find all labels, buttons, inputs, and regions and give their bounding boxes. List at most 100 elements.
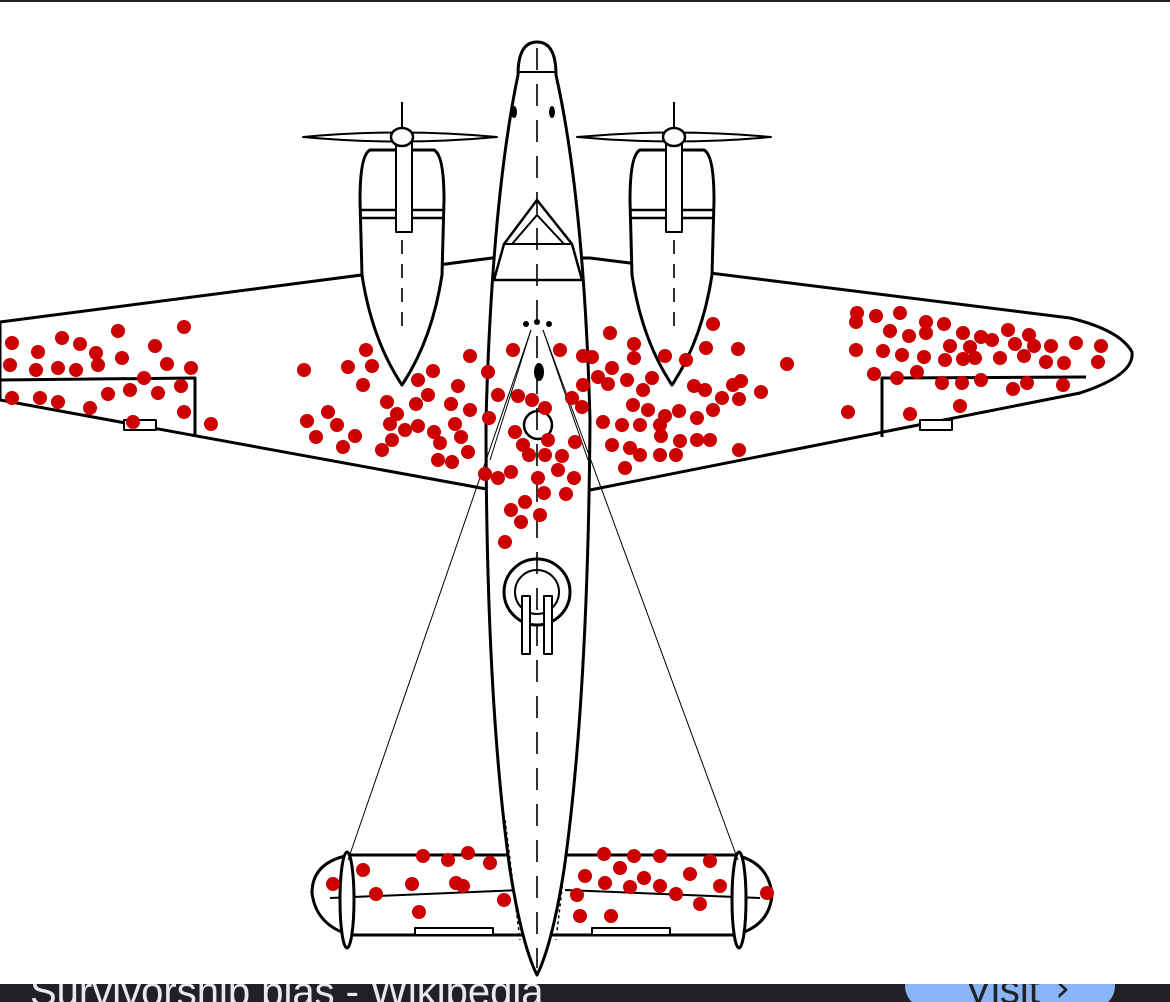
damage-marker [341, 360, 355, 374]
damage-marker [541, 433, 555, 447]
damage-marker [910, 365, 924, 379]
damage-marker [1008, 337, 1022, 351]
damage-marker [734, 374, 748, 388]
damage-marker [5, 391, 19, 405]
damage-marker [126, 415, 140, 429]
damage-marker [876, 344, 890, 358]
damage-marker [482, 411, 496, 425]
damage-marker [321, 405, 335, 419]
damage-marker [570, 888, 584, 902]
right-fin [730, 850, 748, 950]
damage-marker [849, 315, 863, 329]
damage-marker [679, 353, 693, 367]
damage-marker [3, 358, 17, 372]
damage-marker [151, 386, 165, 400]
damage-marker [445, 455, 459, 469]
damage-marker [177, 405, 191, 419]
damage-marker [369, 887, 383, 901]
damage-marker [451, 379, 465, 393]
damage-marker [573, 909, 587, 923]
damage-marker [160, 357, 174, 371]
damage-marker [623, 441, 637, 455]
damage-marker [411, 373, 425, 387]
damage-marker [383, 417, 397, 431]
damage-marker [623, 880, 637, 894]
damage-marker [498, 535, 512, 549]
damage-marker [869, 309, 883, 323]
damage-marker [956, 326, 970, 340]
damage-marker [330, 418, 344, 432]
damage-marker [596, 415, 610, 429]
damage-marker [780, 357, 794, 371]
damage-marker [555, 449, 569, 463]
damage-marker [1044, 339, 1058, 353]
damage-marker [348, 429, 362, 443]
damage-marker [653, 418, 667, 432]
damage-marker [431, 453, 445, 467]
damage-marker [375, 443, 389, 457]
damage-marker [538, 448, 552, 462]
damage-marker [336, 440, 350, 454]
damage-marker [653, 879, 667, 893]
damage-marker [620, 373, 634, 387]
damage-marker [559, 487, 573, 501]
damage-marker [683, 867, 697, 881]
damage-marker [883, 324, 897, 338]
damage-marker [699, 341, 713, 355]
viewer-top-edge [0, 0, 1170, 2]
damage-marker [89, 346, 103, 360]
damage-marker [478, 467, 492, 481]
damage-marker [937, 317, 951, 331]
damage-marker [867, 367, 881, 381]
damage-marker [516, 438, 530, 452]
damage-marker [123, 383, 137, 397]
damage-marker [627, 849, 641, 863]
damage-marker [365, 359, 379, 373]
damage-marker [5, 336, 19, 350]
damage-marker [568, 435, 582, 449]
right-aileron [880, 375, 1087, 437]
damage-marker [463, 403, 477, 417]
damage-marker [732, 443, 746, 457]
damage-marker [669, 887, 683, 901]
damage-marker [605, 438, 619, 452]
damage-marker [703, 854, 717, 868]
damage-marker [456, 879, 470, 893]
damage-marker [491, 471, 505, 485]
damage-marker [416, 849, 430, 863]
damage-marker [690, 411, 704, 425]
caption-title[interactable]: Survivorship bias - Wikipedia [30, 984, 544, 1002]
damage-marker [511, 389, 525, 403]
canopy [492, 198, 584, 282]
damage-marker [1069, 336, 1083, 350]
damage-marker [985, 333, 999, 347]
damage-marker [1006, 382, 1020, 396]
damage-marker [935, 376, 949, 390]
damage-marker [356, 378, 370, 392]
damage-marker [531, 471, 545, 485]
damage-marker [55, 331, 69, 345]
visit-button[interactable]: Visit › [905, 984, 1115, 1002]
damage-marker [849, 343, 863, 357]
damage-marker [605, 361, 619, 375]
damage-marker [448, 417, 462, 431]
damage-marker [411, 419, 425, 433]
damage-marker [390, 407, 404, 421]
damage-marker [421, 388, 435, 402]
damage-marker [491, 388, 505, 402]
damage-marker [673, 434, 687, 448]
damage-marker [518, 495, 532, 509]
damage-marker [754, 385, 768, 399]
damage-marker [715, 391, 729, 405]
damage-marker [51, 395, 65, 409]
damage-marker [551, 463, 565, 477]
damage-marker [380, 395, 394, 409]
damage-marker [356, 863, 370, 877]
damage-marker [444, 397, 458, 411]
damage-marker [533, 508, 547, 522]
damage-marker [1027, 339, 1041, 353]
damage-marker [690, 433, 704, 447]
damage-marker [409, 397, 423, 411]
damage-marker [504, 465, 518, 479]
damage-marker [506, 343, 520, 357]
